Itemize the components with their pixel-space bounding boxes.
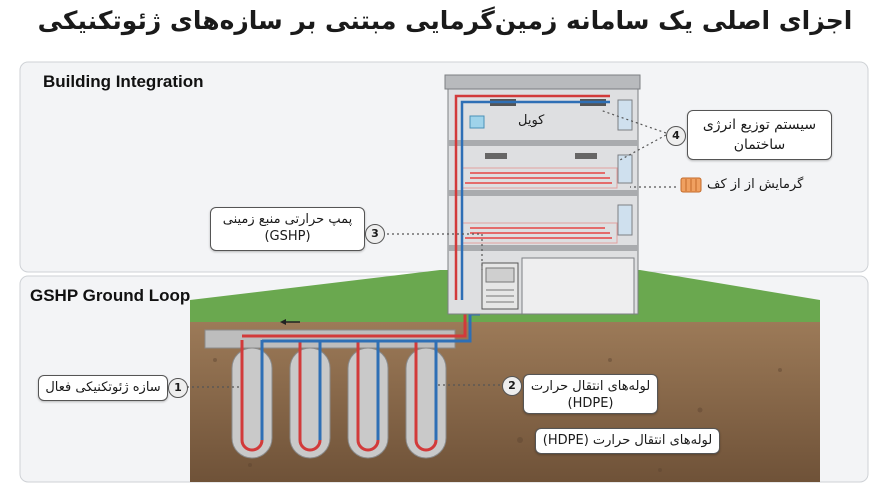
- callout-line: (GSHP): [264, 229, 311, 244]
- callout-active-geostructure: سازه ژئوتکنیکی فعال: [38, 375, 168, 401]
- pile-u-loops: [240, 340, 438, 452]
- badge-1: 1: [168, 378, 188, 398]
- floor-heating-coil: [465, 227, 612, 239]
- u-loop: [298, 340, 322, 452]
- floor-heating-label: گرمایش از از کف: [707, 177, 804, 192]
- badge-4: 4: [666, 126, 686, 146]
- callout-text: سازه ژئوتکنیکی فعال: [45, 380, 161, 395]
- leader-lines: [187, 109, 676, 388]
- badge-2: 2: [502, 376, 522, 396]
- u-loop: [414, 340, 438, 452]
- energy-pile: [347, 347, 389, 459]
- callout-hdpe-pipes-secondary: لوله‌های انتقال حرارت (HDPE): [535, 428, 720, 454]
- energy-pile: [231, 347, 273, 459]
- energy-pile: [405, 347, 447, 459]
- u-loop: [356, 340, 380, 452]
- radiator-icon: [680, 177, 702, 193]
- building-panel-label: Building Integration: [43, 72, 204, 91]
- badge-3: 3: [365, 224, 385, 244]
- energy-pile: [289, 347, 331, 459]
- building-panel-frame: [19, 61, 869, 273]
- ground-panel-label: GSHP Ground Loop: [30, 286, 191, 305]
- callout-line: (HDPE): [567, 396, 614, 411]
- callout-line: ساختمان: [733, 137, 786, 153]
- riser-supply: [454, 94, 610, 300]
- callout-line: پمپ حرارتی منبع زمینی: [222, 212, 353, 227]
- callout-line: سیستم توزیع انرژی: [702, 117, 817, 133]
- page-title: اجزای اصلی یک سامانه زمین‌گرمایی مبتنی ب…: [37, 6, 853, 35]
- floor-heating-coil: [465, 172, 612, 184]
- callout-hdpe-pipes: لوله‌های انتقال حرارت (HDPE): [523, 374, 658, 414]
- callout-heat-pump: پمپ حرارتی منبع زمینی (GSHP): [210, 207, 365, 251]
- callout-building-distribution: سیستم توزیع انرژی ساختمان: [687, 110, 832, 160]
- u-loop: [240, 340, 264, 452]
- fan-coil-icon: [469, 115, 485, 129]
- building: [444, 74, 641, 315]
- callout-line: لوله‌های انتقال حرارت: [530, 379, 651, 394]
- callout-text: لوله‌های انتقال حرارت (HDPE): [542, 433, 713, 448]
- coil-label: کویل: [518, 113, 545, 128]
